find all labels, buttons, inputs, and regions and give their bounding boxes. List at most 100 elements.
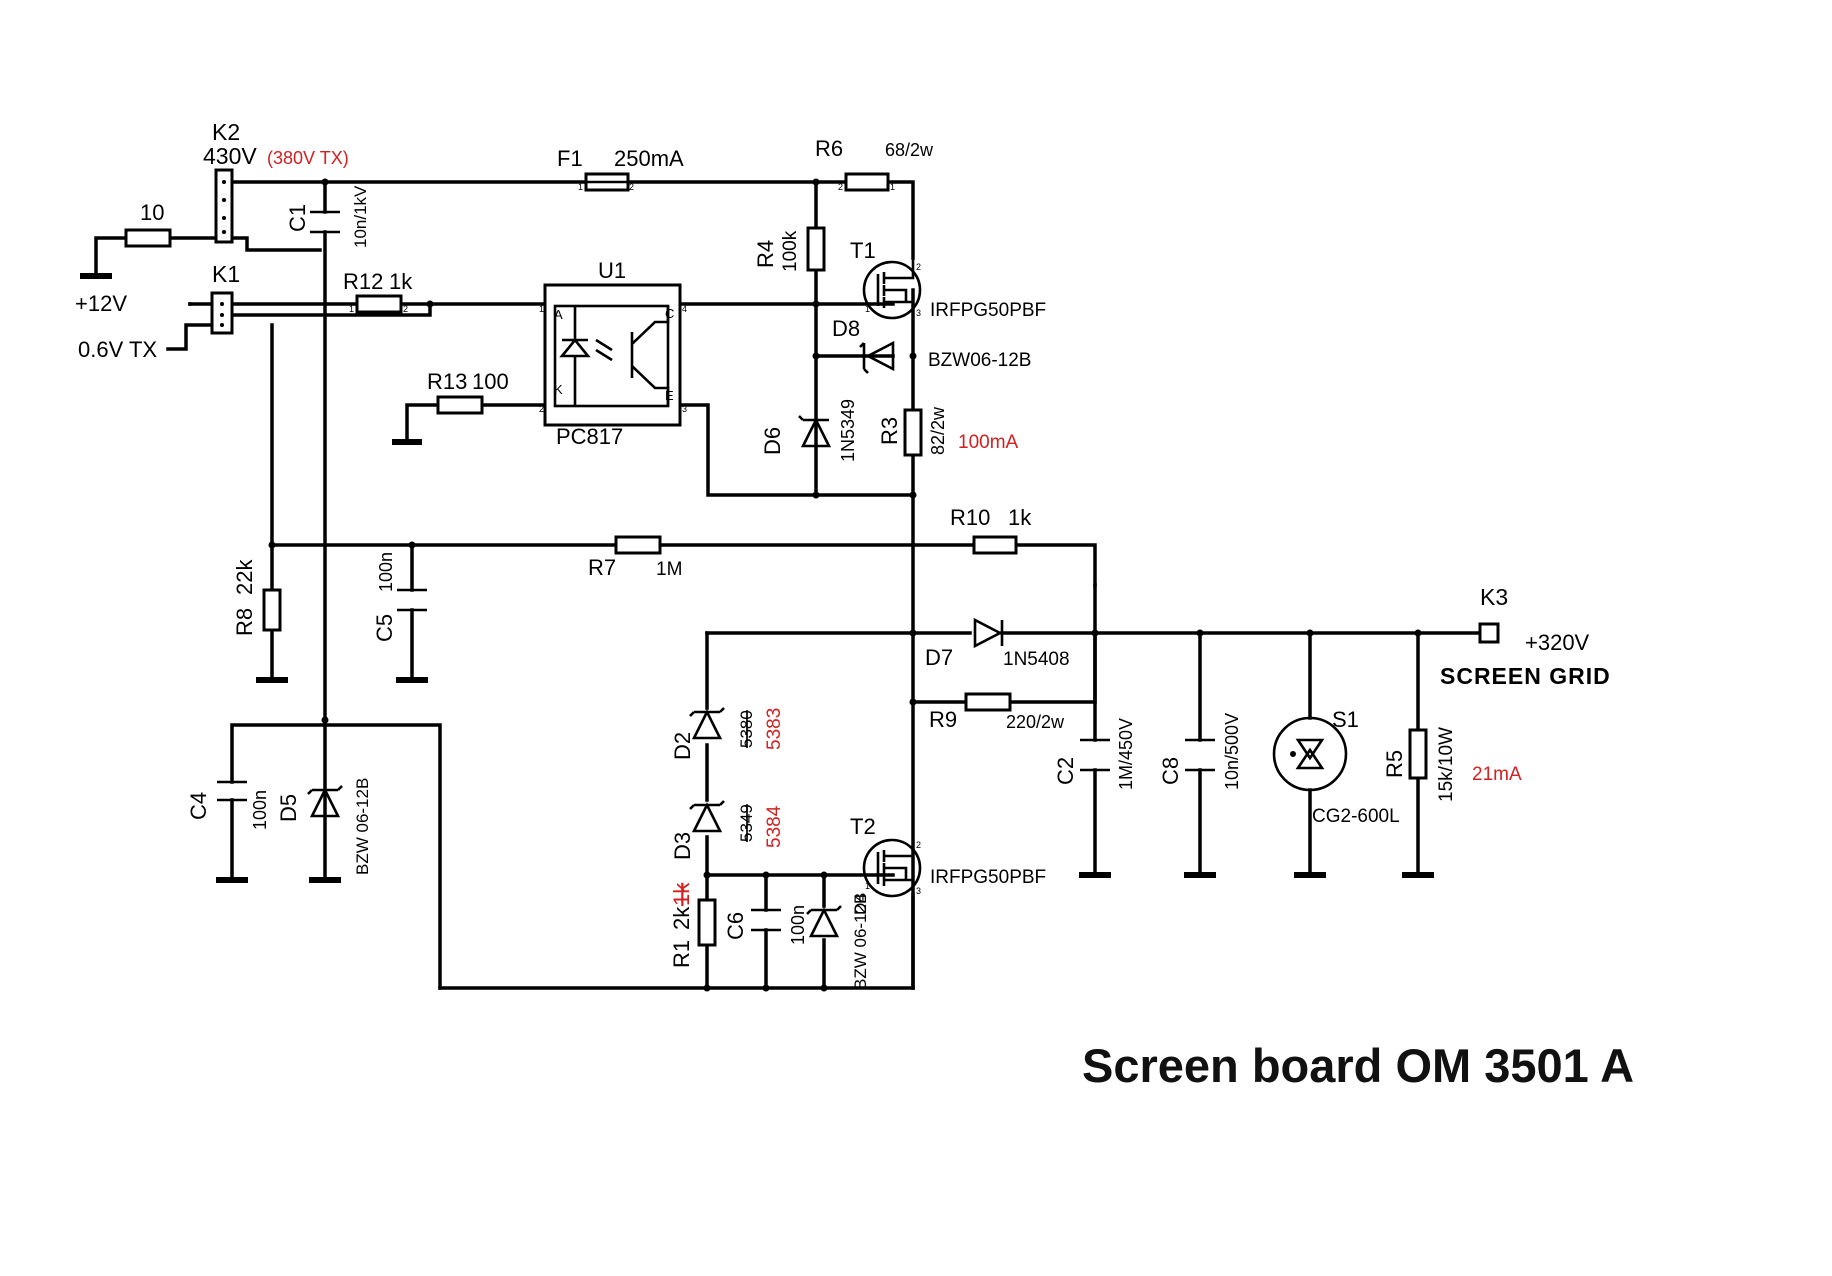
f1-pin-2: 2 [629, 182, 634, 192]
resistor-r4: R4 100k [753, 226, 826, 272]
c8-ref: C8 [1158, 757, 1183, 785]
r10-value: 1k [1008, 505, 1032, 530]
r12-pin-2: 2 [403, 304, 408, 314]
d7-ref: D7 [925, 645, 953, 670]
resistor-r10: R10 1k [950, 505, 1032, 555]
d3-ref: D3 [670, 832, 695, 860]
resistor-r7: R7 1M [588, 535, 682, 580]
capacitor-c5: C5 100n [372, 552, 427, 642]
d2-old-value: 5380 [737, 710, 756, 748]
mosfet-t2: T2 IRFPG50PBF [850, 633, 1046, 898]
screen-grid-label: SCREEN GRID [1440, 663, 1611, 689]
capacitor-c6: C6 100n [723, 905, 808, 945]
r5-ref: R5 [1382, 750, 1407, 778]
r7-value: 1M [656, 559, 682, 580]
diode-d6: D6 1N5349 [760, 399, 858, 462]
r4-value: 100k [780, 230, 801, 272]
diode-d3: D3 5349 5384 [670, 800, 785, 860]
u1-pin-e: E [665, 388, 674, 403]
optocoupler-u1: U1 PC817 A K C E [543, 258, 682, 449]
d5-ref: D5 [276, 794, 301, 822]
u1-value: PC817 [556, 424, 623, 449]
s1-ref: S1 [1332, 707, 1359, 732]
diode-d8: D8 BZW06-12B [832, 316, 1031, 374]
d8-ref: D8 [832, 316, 860, 341]
r12-value: 1k [389, 269, 413, 294]
k1-connector: K1 +12V 0.6V TX [75, 261, 240, 362]
t1-ref: T1 [850, 238, 876, 263]
r3-value: 82/2w [928, 406, 948, 455]
t1-value: IRFPG50PBF [930, 300, 1046, 321]
t2-pin-2: 2 [916, 840, 921, 850]
r4-ref: R4 [753, 240, 778, 268]
k2-ref: K2 [212, 119, 240, 145]
wires [94, 180, 1482, 990]
r1-old-value: 1k [669, 882, 694, 906]
r8-ref: R8 [232, 608, 257, 636]
d6-value: 1N5349 [838, 399, 858, 462]
k3-voltage: +320V [1525, 630, 1590, 655]
u1-pin-2: 2 [539, 404, 544, 414]
r10-ref: R10 [950, 505, 990, 530]
t2-pin-1: 1 [865, 881, 870, 891]
mosfet-t1: T1 IRFPG50PBF [850, 238, 1046, 322]
resistor-r9: R9 220/2w [929, 692, 1065, 732]
r1-ref: R1 [669, 940, 694, 968]
t1-pin-1: 1 [865, 304, 870, 314]
capacitor-c8: C8 10n/500V [1158, 713, 1242, 790]
r6-pin-1: 1 [890, 182, 895, 192]
resistor-r1: R1 2k 1k [669, 882, 717, 968]
u1-pin-3: 3 [682, 404, 687, 414]
r8-value: 22k [232, 559, 257, 595]
c5-ref: C5 [372, 614, 397, 642]
t1-pin-2: 2 [916, 262, 921, 272]
u1-ref: U1 [598, 258, 626, 283]
d2-ref: D2 [670, 732, 695, 760]
fuse-f1: F1 250mA [557, 146, 684, 192]
ground-symbols [80, 273, 1434, 883]
d6-ref: D6 [760, 427, 785, 455]
c4-ref: C4 [186, 792, 211, 820]
c6-ref: C6 [723, 912, 748, 940]
c2-ref: C2 [1053, 757, 1078, 785]
diode-d2: D2 5380 5383 [670, 707, 785, 760]
r5-value: 15k/10W [1436, 727, 1457, 802]
t2-value: IRFPG50PBF [930, 867, 1046, 888]
c2-value: 1M/450V [1116, 718, 1136, 790]
resistor-r13: R13 100 [427, 369, 509, 415]
t2-pin-3: 3 [916, 886, 921, 896]
r1-value: 2k [669, 906, 694, 930]
resistor-10: 10 [124, 200, 172, 248]
plus-12v-label: +12V [75, 291, 127, 316]
capacitor-c2: C2 1M/450V [1053, 718, 1136, 790]
d2-new-value: 5383 [764, 708, 785, 750]
diode-d7: D7 1N5408 [925, 617, 1070, 670]
f1-ref: F1 [557, 146, 583, 171]
gas-discharge-tube-s1: S1 CG2-600L [1272, 707, 1400, 827]
r13-value: 100 [472, 369, 509, 394]
r13-ref: R13 [427, 369, 467, 394]
s1-value: CG2-600L [1312, 806, 1400, 827]
u1-pin-4: 4 [682, 304, 687, 314]
u1-pin-c: C [665, 306, 674, 321]
k2-note: (380V TX) [267, 148, 349, 168]
d4-ref: D4 [851, 893, 870, 915]
t2-ref: T2 [850, 814, 876, 839]
capacitor-c1: C1 10n/1kV [285, 185, 370, 248]
r7-ref: R7 [588, 555, 616, 580]
resistor-r5: R5 15k/10W 21mA [1382, 727, 1522, 802]
diode-d5: D5 BZW 06-12B [276, 778, 372, 875]
resistor-10-value: 10 [140, 200, 164, 225]
c1-ref: C1 [285, 204, 310, 232]
k1-ref: K1 [212, 261, 240, 287]
r9-ref: R9 [929, 707, 957, 732]
f1-value: 250mA [614, 146, 684, 171]
k2-voltage: 430V [203, 143, 257, 169]
d5-value: BZW 06-12B [353, 778, 372, 875]
c4-value: 100n [250, 790, 270, 830]
c5-value: 100n [376, 552, 396, 592]
d7-value: 1N5408 [1003, 649, 1070, 670]
k3-ref: K3 [1480, 584, 1508, 610]
r6-ref: R6 [815, 136, 843, 161]
tx-06v-label: 0.6V TX [78, 337, 157, 362]
